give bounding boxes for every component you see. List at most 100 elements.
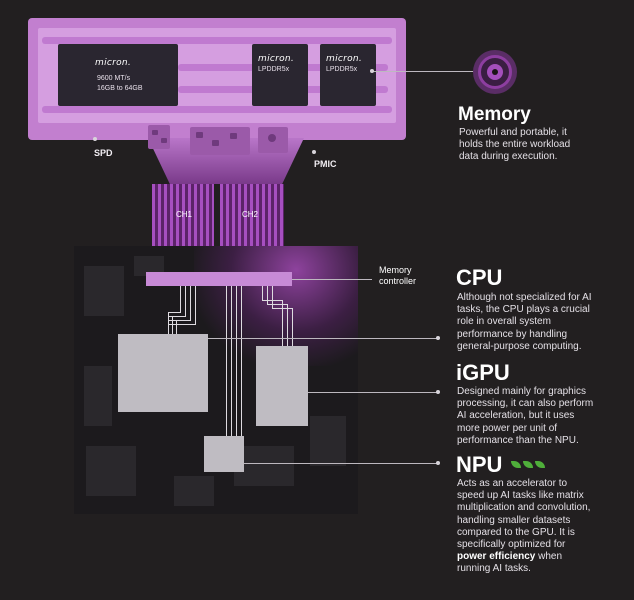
igpu-desc-line: more power per unit of — [457, 422, 558, 434]
processor-die — [74, 246, 358, 514]
chip-type: LPDDR5x — [258, 66, 290, 73]
memory-description: Powerful and portable, it holds the enti… — [459, 127, 570, 164]
npu-desc-tail: when — [535, 551, 563, 563]
memory-chip-lpddr5x: micron. LPDDR5x — [320, 44, 376, 106]
leaf-shape — [535, 461, 545, 468]
die-region — [84, 266, 124, 316]
memory-leader-dot — [370, 69, 374, 73]
trace — [267, 304, 287, 305]
spd-pad — [152, 130, 158, 135]
chip-brand: micron. — [326, 54, 363, 64]
leaf-shape — [511, 461, 521, 468]
spd-leader-dot — [93, 137, 97, 141]
trace — [168, 312, 181, 313]
smd-pad — [212, 140, 219, 146]
cpu-desc-line: role in overall system — [457, 316, 551, 328]
npu-desc-emphasis-line: power efficiency when — [457, 551, 590, 563]
module-stripe — [42, 37, 392, 44]
npu-emphasis: power efficiency — [457, 551, 536, 563]
spd-chip — [148, 125, 170, 149]
igpu-desc-line: AI acceleration, but it uses — [457, 410, 575, 422]
memory-controller-line: controller — [379, 276, 417, 286]
die-region — [310, 416, 346, 466]
npu-block — [204, 436, 244, 472]
chip-capacity: 16GB to 64GB — [97, 85, 143, 92]
trace — [231, 286, 232, 436]
memory-title: Memory — [458, 104, 531, 125]
channel-1-label: CH1 — [176, 210, 193, 219]
npu-title: NPU — [456, 452, 503, 477]
cpu-desc-line: general-purpose computing. — [457, 340, 582, 352]
cpu-desc-line: tasks, the CPU plays a crucial — [457, 304, 590, 316]
memory-desc-line: holds the entire workload — [459, 139, 571, 151]
chip-speed: 9600 MT/s — [97, 75, 131, 82]
die-region — [86, 446, 136, 496]
eco-leaf-icon — [511, 459, 547, 471]
trace — [292, 308, 293, 346]
npu-desc-line: running AI tasks. — [457, 563, 531, 575]
die-region — [134, 256, 164, 276]
memory-controller-leader — [292, 279, 372, 280]
memory-chip-lpddr5x: micron. LPDDR5x — [252, 44, 308, 106]
pmic-pad — [268, 134, 276, 142]
cpu-title: CPU — [456, 265, 503, 290]
trace — [287, 304, 288, 346]
memory-controller-label: Memory controller — [379, 265, 416, 287]
igpu-leader-dot — [436, 390, 440, 394]
trace — [195, 286, 196, 324]
trace — [236, 286, 237, 436]
npu-desc-line: handling smaller datasets — [457, 514, 571, 526]
trace — [168, 324, 196, 325]
npu-desc-line: multiplication and convolution, — [457, 502, 591, 514]
igpu-desc-line: performance than the NPU. — [457, 434, 579, 446]
cpu-leader-line — [208, 338, 438, 339]
trace — [262, 300, 282, 301]
chip-brand: micron. — [95, 58, 132, 68]
smd-cluster — [190, 127, 250, 155]
trace — [168, 316, 186, 317]
trace — [176, 320, 177, 334]
trace — [262, 286, 263, 300]
npu-description: Acts as an accelerator to speed up AI ta… — [457, 478, 590, 576]
memory-desc-line: Powerful and portable, it — [459, 127, 567, 138]
module-stripe — [42, 106, 392, 113]
trace — [241, 286, 242, 436]
die-region — [84, 366, 112, 426]
spd-label: SPD — [94, 148, 113, 158]
pmic-leader-dot — [312, 150, 316, 154]
cpu-core-block — [118, 334, 208, 412]
memory-controller-bar — [146, 272, 292, 286]
cpu-desc-line: Although not specialized for AI — [457, 292, 592, 303]
npu-desc-line: specifically optimized for — [457, 539, 566, 551]
npu-desc-line: Acts as an accelerator to — [457, 478, 568, 489]
trace — [168, 320, 191, 321]
igpu-title: iGPU — [456, 360, 510, 385]
trace — [168, 312, 169, 334]
npu-desc-line: speed up AI tasks like matrix — [457, 490, 584, 502]
trace — [282, 300, 283, 346]
die-region — [174, 476, 214, 506]
memory-chip-large: micron. 9600 MT/s 16GB to 64GB — [58, 44, 178, 106]
memory-target-ring — [478, 55, 512, 89]
channel-2-label: CH2 — [242, 210, 259, 219]
npu-leader-dot — [436, 461, 440, 465]
trace — [172, 316, 173, 334]
cpu-description: Although not specialized for AI tasks, t… — [457, 292, 592, 353]
trace — [180, 286, 181, 312]
igpu-block — [256, 346, 308, 426]
pmic-label: PMIC — [314, 159, 337, 169]
trace — [272, 286, 273, 308]
smd-pad — [196, 132, 203, 138]
igpu-description: Designed mainly for graphics processing,… — [457, 386, 593, 447]
npu-leader-line — [244, 463, 438, 464]
trace — [190, 286, 191, 320]
spd-pad — [161, 138, 167, 143]
memory-desc-line: data during execution. — [459, 151, 558, 163]
memory-channel-2 — [220, 184, 284, 248]
trace — [226, 286, 227, 436]
npu-desc-line: compared to the GPU. It is — [457, 526, 575, 538]
igpu-desc-line: Designed mainly for graphics — [457, 386, 586, 397]
igpu-leader-line — [308, 392, 438, 393]
trace — [185, 286, 186, 316]
